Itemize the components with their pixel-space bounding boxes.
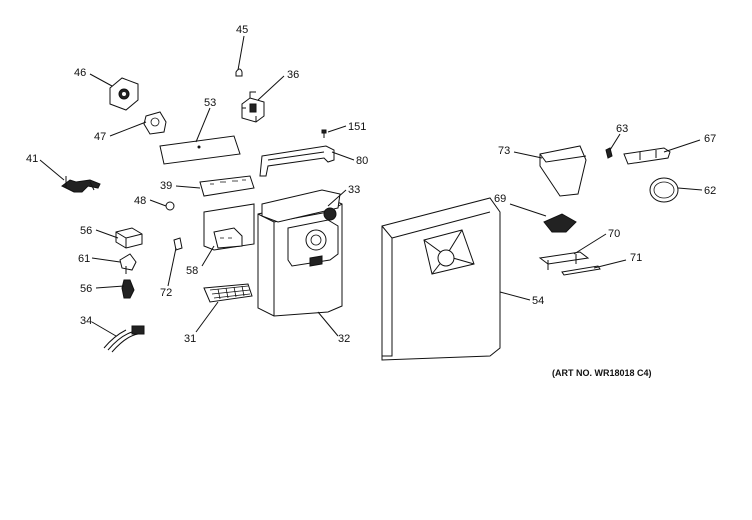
callout-67: 67: [704, 133, 716, 145]
callout-58: 58: [186, 265, 198, 277]
part-41-arm: [61, 176, 101, 193]
callout-32: 32: [338, 333, 350, 345]
part-151-screw: [321, 129, 327, 138]
callout-62: 62: [704, 185, 716, 197]
part-80-lever: [259, 145, 335, 177]
part-71-rod: [561, 265, 601, 276]
art-number: (ART NO. WR18018 C4): [552, 368, 652, 378]
callout-70: 70: [608, 228, 620, 240]
part-56-block-upper: [115, 227, 143, 249]
callout-61: 61: [78, 253, 90, 265]
part-48-nut: [165, 201, 175, 211]
leader-lines: [39, 35, 703, 337]
callout-48: 48: [134, 195, 146, 207]
callout-73: 73: [498, 145, 510, 157]
part-31-drip-tray: [203, 283, 253, 303]
part-70-hinge: [538, 251, 590, 270]
callout-39: 39: [160, 180, 172, 192]
part-47-bezel: [143, 111, 167, 135]
part-61-knob: [119, 253, 137, 274]
callout-33: 33: [348, 184, 360, 196]
part-58-housing: [203, 203, 255, 251]
callout-72: 72: [160, 287, 172, 299]
part-56-cap-lower: [121, 279, 135, 299]
callout-labels: 45 46 36 53 47 151 41 80 39 33 48 56 61 …: [26, 24, 716, 345]
callout-47: 47: [94, 131, 106, 143]
callout-56-upper: 56: [80, 225, 92, 237]
callout-41: 41: [26, 153, 38, 165]
callout-71: 71: [630, 252, 642, 264]
part-73-chute: [539, 145, 587, 197]
part-72-spring: [173, 237, 183, 251]
callout-45: 45: [236, 24, 248, 36]
callout-31: 31: [184, 333, 196, 345]
part-32-dispenser-housing: [257, 197, 343, 317]
part-63-clip: [605, 147, 613, 159]
part-46-switch: [109, 77, 139, 111]
part-39-board: [199, 175, 255, 197]
part-36-solenoid: [241, 91, 265, 123]
callout-46: 46: [74, 67, 86, 79]
part-34-harness: [103, 325, 145, 353]
callout-63: 63: [616, 123, 628, 135]
part-54-front-panel: [381, 197, 501, 361]
part-62-ring: [649, 177, 679, 203]
callout-151: 151: [348, 121, 366, 133]
callout-54: 54: [532, 295, 544, 307]
part-69-bracket: [543, 213, 577, 233]
callout-56-lower: 56: [80, 283, 92, 295]
part-45-clip: [235, 68, 243, 77]
callout-69: 69: [494, 193, 506, 205]
callout-36: 36: [287, 69, 299, 81]
callout-80: 80: [356, 155, 368, 167]
part-53-cover-plate: [159, 135, 241, 165]
part-33-top-cover: [261, 189, 341, 223]
part-67-actuator: [623, 147, 671, 165]
callout-34: 34: [80, 315, 92, 327]
callout-53: 53: [204, 97, 216, 109]
